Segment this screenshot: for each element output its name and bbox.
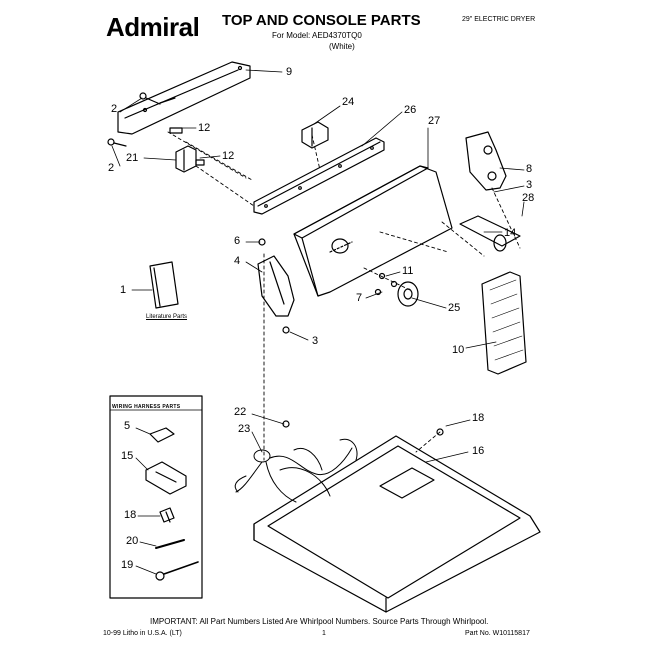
page-title: TOP AND CONSOLE PARTS xyxy=(222,12,421,29)
callout-9: 9 xyxy=(286,66,293,78)
top-panel-part xyxy=(253,435,541,613)
inset-part-19 xyxy=(155,561,199,581)
callout-12: 12 xyxy=(198,122,211,134)
color-variant: (White) xyxy=(329,42,355,51)
roller-part xyxy=(459,215,521,252)
screw-part xyxy=(282,326,290,334)
part-number: Part No. W10115817 xyxy=(465,630,530,637)
document-type: 29" ELECTRIC DRYER xyxy=(462,16,536,23)
callout-28: 28 xyxy=(522,192,535,204)
callout-10: 10 xyxy=(452,344,465,356)
callout-3: 3 xyxy=(312,335,319,347)
callout-8: 8 xyxy=(526,163,533,175)
page-number: 1 xyxy=(322,630,326,637)
callout-11: 11 xyxy=(402,265,414,277)
bracket-part xyxy=(175,145,197,173)
callout-25: 25 xyxy=(448,302,461,314)
literature-part xyxy=(149,261,179,309)
callout-7: 7 xyxy=(356,292,363,304)
print-info: 10-99 Litho in U.S.A. (LT) xyxy=(103,630,182,637)
rear-panel-part xyxy=(117,61,251,135)
brand-logo: Admiral xyxy=(106,12,200,42)
literature-parts-label: Literature Parts xyxy=(146,314,188,320)
callout-18: 18 xyxy=(472,412,485,424)
screw-part xyxy=(107,92,161,147)
callout-14: 14 xyxy=(504,227,517,239)
callout-26: 26 xyxy=(404,104,417,116)
callout-12: 12 xyxy=(222,150,235,162)
inset-part-5 xyxy=(149,427,175,443)
model-number: For Model: AED4370TQ0 xyxy=(272,31,362,40)
control-knob-part xyxy=(301,121,329,149)
callout-3: 3 xyxy=(526,179,533,191)
callout-1: 1 xyxy=(120,284,127,296)
console-rail-part xyxy=(253,137,385,215)
footer-note: IMPORTANT: All Part Numbers Listed Are W… xyxy=(150,617,489,626)
callout-23: 23 xyxy=(238,423,251,435)
callout-2: 2 xyxy=(108,162,115,174)
inset-part-18 xyxy=(159,507,175,523)
callout-6: 6 xyxy=(234,235,241,247)
callout-27: 27 xyxy=(428,115,441,127)
callout-21: 21 xyxy=(126,152,139,164)
callout-22: 22 xyxy=(234,406,247,418)
inset-title: WIRING HARNESS PARTS xyxy=(112,404,181,410)
wiring-inset-box xyxy=(109,395,203,599)
callout-4: 4 xyxy=(234,255,241,267)
callout-2: 2 xyxy=(111,103,118,115)
callout-16: 16 xyxy=(472,445,485,457)
callout-24: 24 xyxy=(342,96,355,108)
callout-5: 5 xyxy=(124,420,131,432)
screw-part xyxy=(390,280,398,288)
lint-filter-part xyxy=(481,271,527,375)
callout-18: 18 xyxy=(124,509,137,521)
callout-19: 19 xyxy=(121,559,134,571)
screw-part xyxy=(378,272,386,280)
switch-cover-part xyxy=(257,255,295,317)
console-panel-part xyxy=(293,165,453,297)
screw-part xyxy=(436,428,444,436)
hinge-bracket-part xyxy=(465,131,507,191)
callout-20: 20 xyxy=(126,535,139,547)
inset-part-15 xyxy=(145,461,187,495)
callout-15: 15 xyxy=(121,450,134,462)
wiring-harness-part xyxy=(234,438,358,503)
screw-part xyxy=(374,288,382,296)
inset-part-20 xyxy=(155,539,185,549)
timer-part xyxy=(397,281,419,307)
